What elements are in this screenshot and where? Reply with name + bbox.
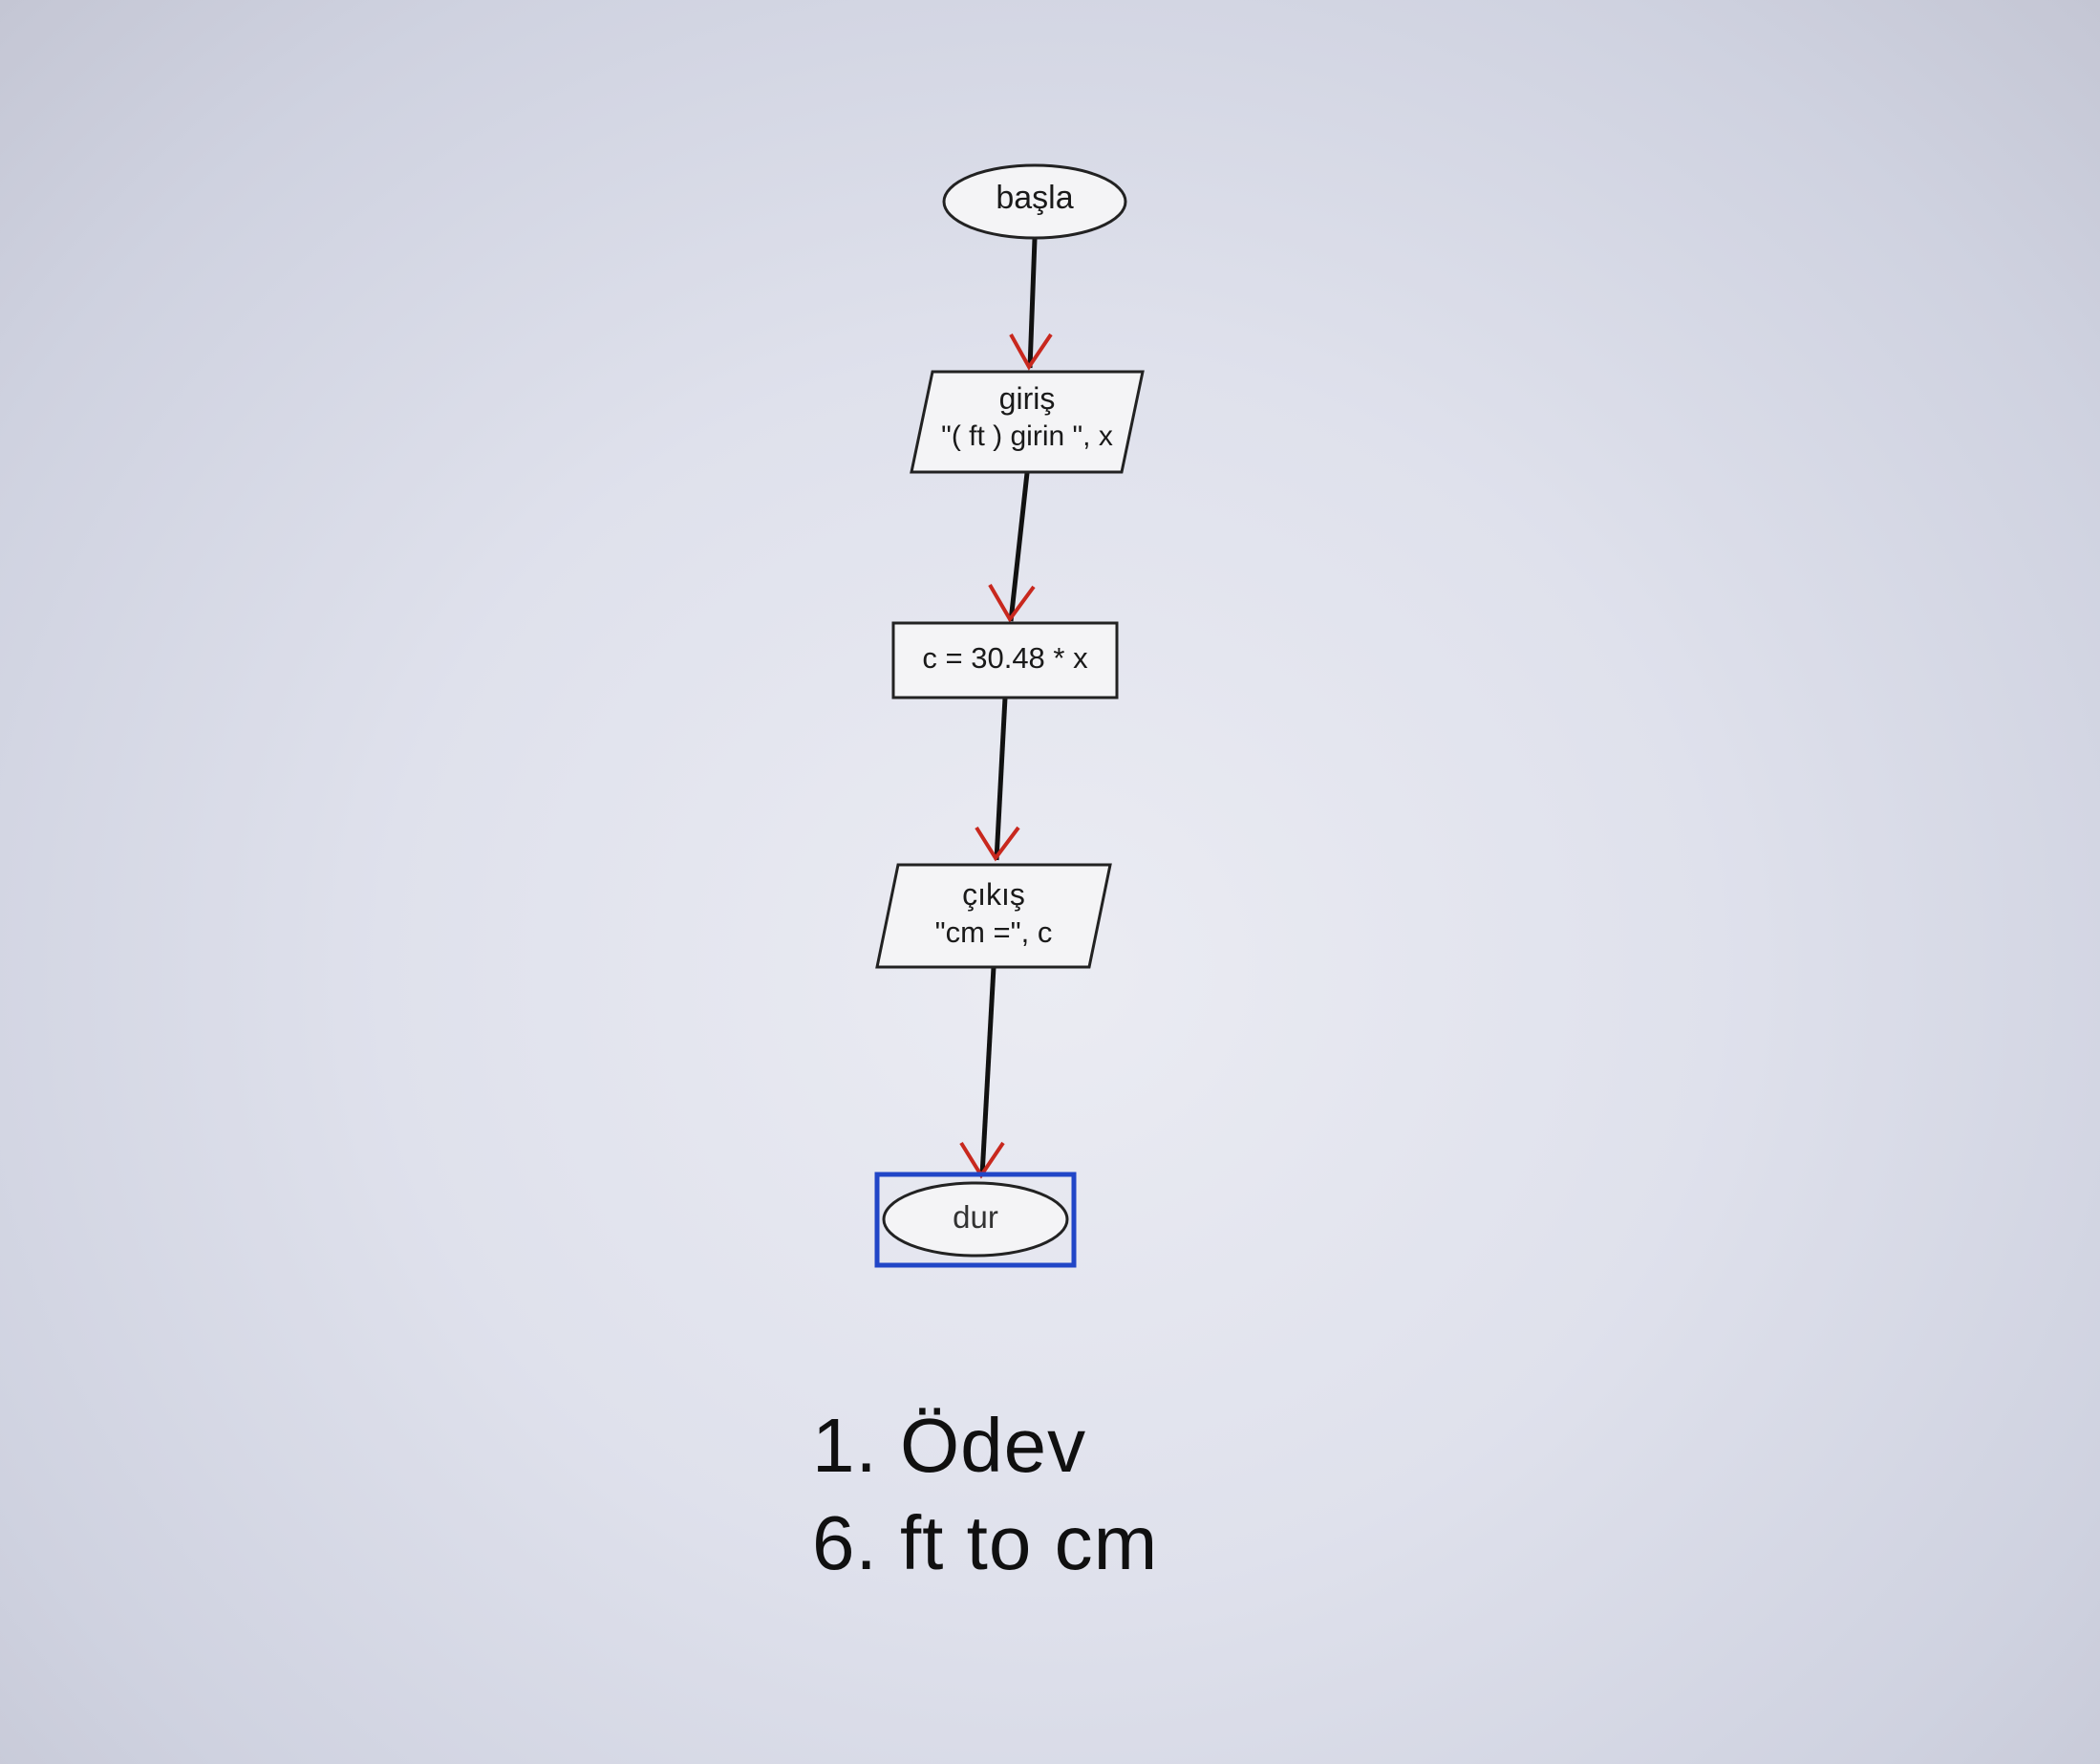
output-expression-label: "cm =", c	[934, 915, 1053, 949]
process-label: c = 30.48 * x	[922, 641, 1088, 675]
output-parallelogram-shape[interactable]	[875, 863, 1112, 969]
end-terminator-shape[interactable]	[882, 1181, 1069, 1258]
start-label: başla	[996, 180, 1074, 216]
input-keyword-label: giriş	[998, 381, 1056, 416]
input-expression-label: "( ft ) girin ", x	[941, 420, 1113, 452]
arrowhead-input	[1009, 333, 1053, 371]
input-parallelogram-shape[interactable]	[910, 370, 1145, 474]
connector-input-to-process	[1008, 472, 1030, 622]
arrowhead-process	[988, 583, 1036, 623]
connector-process-to-output	[994, 697, 1008, 861]
end-selection-frame	[874, 1172, 1077, 1268]
end-label: dur	[953, 1199, 998, 1235]
assignment-caption: 1. Ödev 6. ft to cm	[812, 1397, 1158, 1592]
start-terminator-shape[interactable]	[942, 163, 1127, 240]
caption-line-homework: 1. Ödev	[812, 1403, 1087, 1488]
caption-line-title: 6. ft to cm	[812, 1500, 1159, 1585]
process-rectangle-shape[interactable]	[891, 621, 1119, 699]
connector-output-to-end	[979, 966, 996, 1176]
arrowhead-output	[975, 826, 1020, 862]
connector-start-to-input	[1027, 238, 1038, 369]
output-keyword-label: çıkış	[962, 877, 1025, 912]
